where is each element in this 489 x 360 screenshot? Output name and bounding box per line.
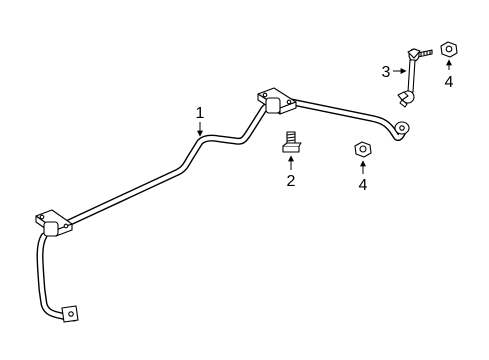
callout-leaders bbox=[197, 59, 452, 174]
callout-3: 3 bbox=[382, 64, 391, 81]
bolt bbox=[282, 131, 302, 153]
callout-2: 2 bbox=[287, 173, 296, 190]
left-bushing-bracket bbox=[35, 209, 73, 237]
right-bushing-bracket bbox=[257, 87, 297, 115]
callout-4-top: 4 bbox=[445, 74, 454, 91]
nut-top bbox=[440, 41, 458, 58]
callout-1: 1 bbox=[196, 105, 205, 122]
right-bar-end bbox=[394, 121, 410, 135]
stabilizer-bar bbox=[36, 96, 408, 322]
nut-middle bbox=[354, 141, 372, 158]
callout-4-mid: 4 bbox=[359, 177, 368, 194]
stabilizer-link bbox=[397, 48, 433, 108]
left-bar-end bbox=[61, 305, 79, 323]
